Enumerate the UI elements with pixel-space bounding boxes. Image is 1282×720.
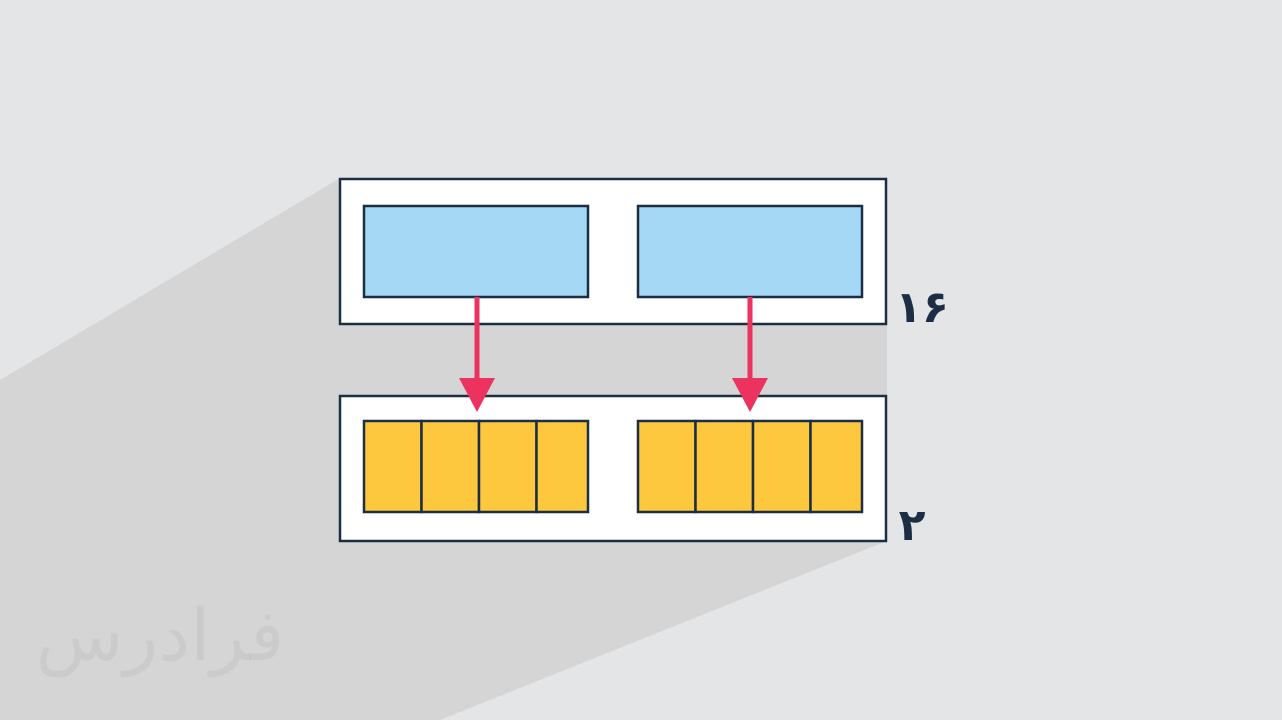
- bottom-right-group: [636, 419, 864, 514]
- bottom-right-cell-2: [694, 419, 755, 514]
- arrow-left-head: [459, 378, 495, 412]
- bottom-left-cell-4: [535, 419, 590, 514]
- top-right-block: [636, 204, 864, 299]
- top-left-block: [362, 204, 590, 299]
- bottom-left-cell-2: [420, 419, 481, 514]
- bottom-left-group: [362, 419, 590, 514]
- bottom-container: [338, 394, 888, 543]
- arrow-right-head: [732, 378, 768, 412]
- top-row-label: ۱۶: [895, 282, 949, 333]
- bottom-left-cell-1: [362, 419, 423, 514]
- arrow-left: [459, 297, 495, 412]
- arrow-right: [732, 297, 768, 412]
- bottom-right-cell-1: [636, 419, 697, 514]
- bottom-right-cell-3: [751, 419, 812, 514]
- bottom-left-cell-3: [477, 419, 538, 514]
- bottom-row-label: ۲: [899, 500, 926, 551]
- top-container: [338, 177, 888, 326]
- watermark-text: فرادرس: [36, 593, 285, 678]
- bottom-right-cell-4: [809, 419, 864, 514]
